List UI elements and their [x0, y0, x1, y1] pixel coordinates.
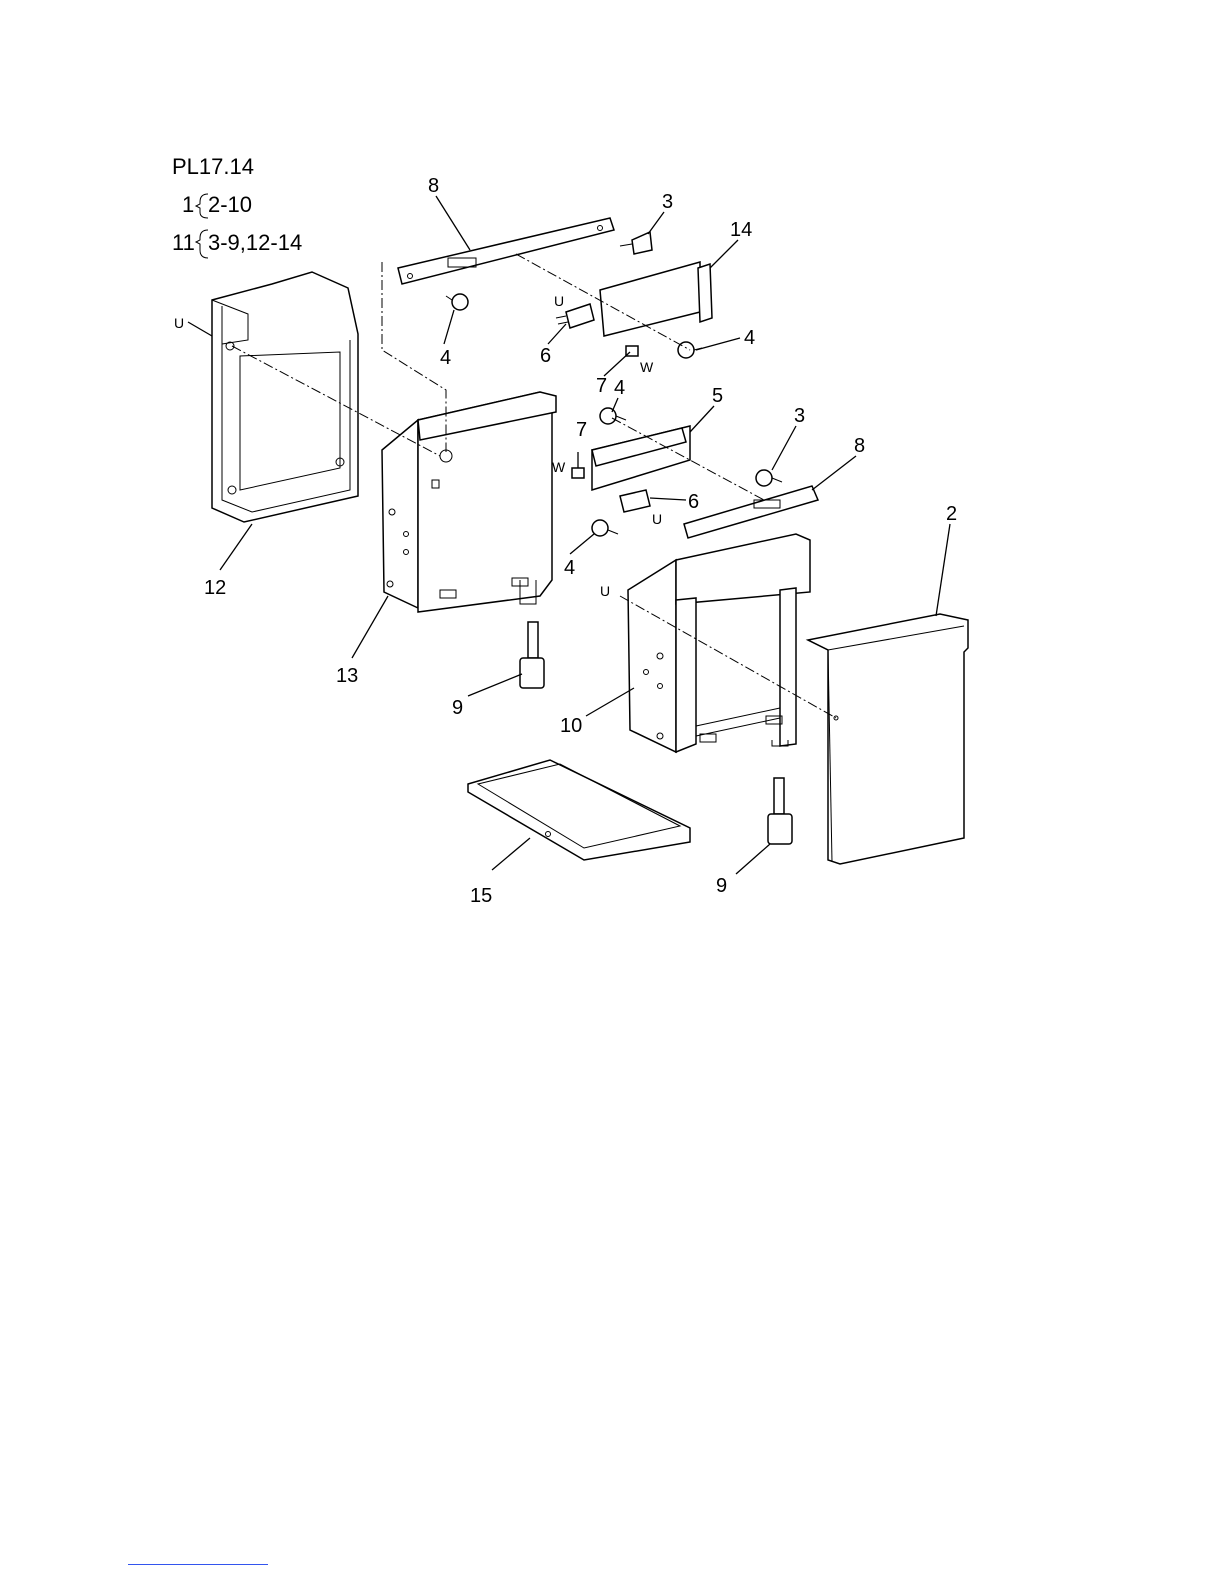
callout-7-upper: 7: [596, 375, 607, 397]
connector-u-upper: U: [554, 293, 564, 309]
part-14-bracket: [600, 262, 712, 336]
callout-2: 2: [946, 503, 957, 525]
part-13-left-cabinet: [382, 392, 556, 612]
part-6-switch-lower: [620, 490, 650, 512]
group-2-brace: [196, 230, 208, 258]
callout-10: 10: [560, 715, 582, 737]
part-12-rear-frame: [212, 272, 358, 522]
callout-14: 14: [730, 219, 752, 241]
part-15-tray: [468, 760, 690, 860]
group-1-brace: [196, 194, 208, 218]
part-4-screw-d: [592, 520, 618, 536]
callout-6-lower: 6: [688, 491, 699, 513]
part-4-screw-a: [446, 294, 468, 310]
part-8-lower-rail: [684, 486, 818, 538]
callout-5: 5: [712, 385, 723, 407]
callout-7-lower: 7: [576, 419, 587, 441]
group-1-children: 2-10: [208, 192, 252, 217]
part-10-right-cabinet: [628, 534, 810, 752]
group-1-parent: 1: [182, 192, 194, 217]
callout-13: 13: [336, 665, 358, 687]
group-2-children: 3-9,12-14: [208, 230, 302, 255]
callout-4-c: 4: [614, 377, 625, 399]
callout-3-lower: 3: [794, 405, 805, 427]
callout-4-b: 4: [744, 327, 755, 349]
connector-u-frame: U: [600, 583, 610, 599]
callout-6-upper: 6: [540, 345, 551, 367]
callout-9-left: 9: [452, 697, 463, 719]
part-3-thumbscrew-upper: [620, 232, 652, 254]
connector-u-rear: U: [174, 315, 184, 331]
callout-9-right: 9: [716, 875, 727, 897]
part-3-thumbscrew-lower: [756, 470, 782, 486]
part-9-foot-left: [520, 622, 544, 688]
callout-4-a: 4: [440, 347, 451, 369]
part-5-plate: [592, 426, 690, 490]
footer-rule: [128, 1564, 268, 1565]
group-2-parent: 11: [172, 230, 195, 255]
part-9-foot-right: [768, 778, 792, 844]
callout-15: 15: [470, 885, 492, 907]
plate-id: PL17.14: [172, 154, 254, 179]
callout-8-lower: 8: [854, 435, 865, 457]
connector-u-lower: U: [652, 511, 662, 527]
callout-3-upper: 3: [662, 191, 673, 213]
callout-12: 12: [204, 577, 226, 599]
callout-4-d: 4: [564, 557, 575, 579]
connector-w-lower: W: [552, 459, 566, 475]
connector-w-upper: W: [640, 359, 654, 375]
part-2-side-cover: [808, 614, 968, 864]
callout-8-upper: 8: [428, 175, 439, 197]
part-8-upper-rail: [398, 218, 614, 284]
part-7-connector-lower: [572, 468, 584, 478]
